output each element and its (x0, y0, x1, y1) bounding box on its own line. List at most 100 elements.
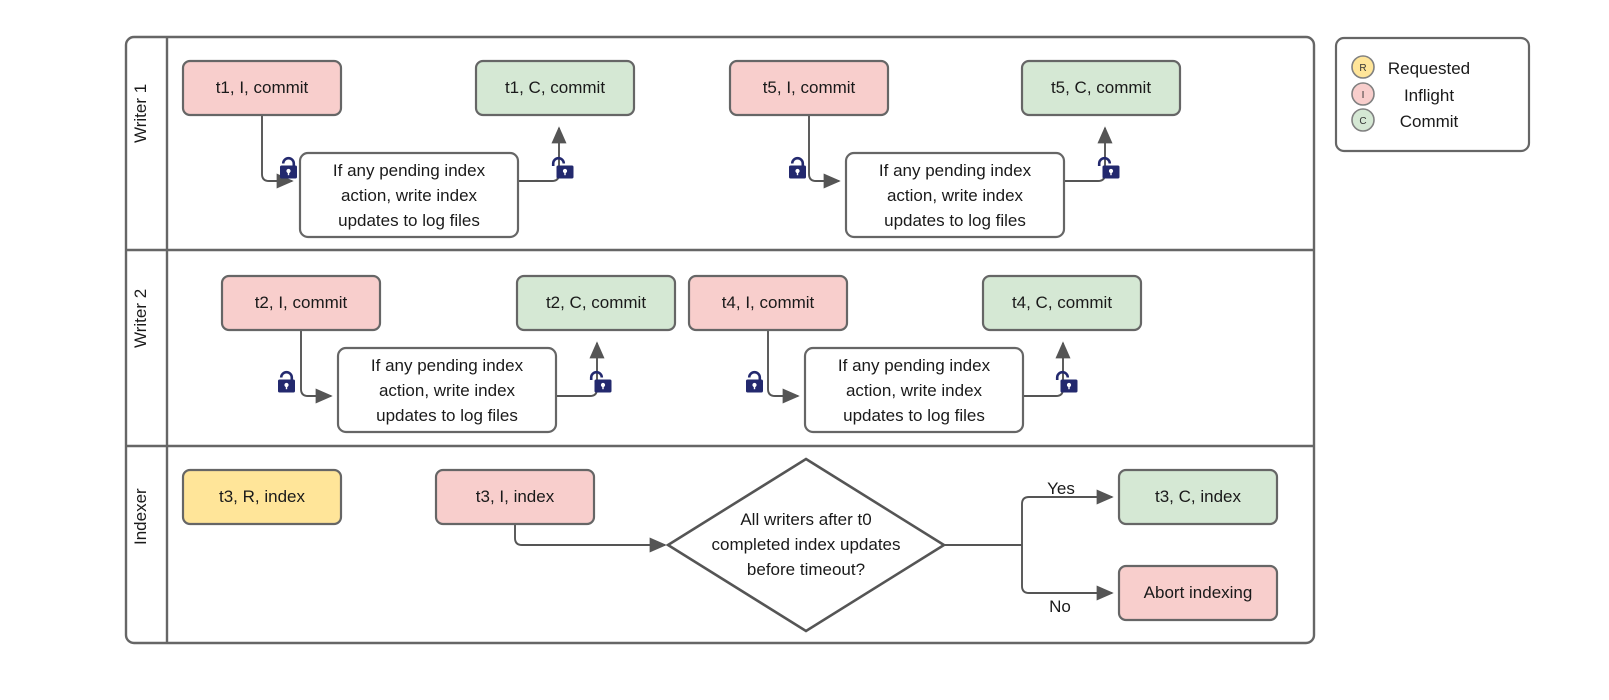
flow-w1-t1i-to-proc1 (261, 115, 294, 189)
legend-label-commit: Commit (1400, 112, 1459, 131)
lane-writer-2-content: t2, I, commit If any pending index actio… (220, 274, 1143, 434)
edge-label-no: No (1049, 597, 1071, 616)
node-w2-t2-commit[interactable]: t2, C, commit (515, 274, 677, 332)
legend-badge-inflight-icon (1351, 82, 1375, 106)
edge-label-yes: Yes (1047, 479, 1075, 498)
node-w2-t4-inflight-box[interactable] (687, 274, 849, 332)
node-ix-t3-inflight-box[interactable] (434, 468, 596, 526)
node-w1-t1-inflight-label: t1, I, commit (216, 78, 309, 97)
legend-item-requested: R Requested (1351, 55, 1470, 79)
node-w1-process-2[interactable]: If any pending index action, write index… (844, 151, 1066, 239)
node-ix-abort-box[interactable] (1117, 564, 1279, 622)
flow-w1-t5i-to-proc2 (808, 115, 841, 189)
node-w1-process-2-line-1: If any pending index (879, 161, 1032, 180)
legend-label-inflight: Inflight (1404, 86, 1454, 105)
swimlane-container (124, 35, 1316, 645)
node-ix-t3-inflight-label: t3, I, index (476, 487, 555, 506)
lock-open-icon (1055, 370, 1078, 393)
node-w1-process-1-line-3: updates to log files (338, 211, 480, 230)
node-w1-process-2-box[interactable] (844, 151, 1066, 239)
lock-closed-icon (280, 156, 297, 179)
node-w1-t5-commit-label: t5, C, commit (1051, 78, 1151, 97)
flow-ix-t3i-to-decision (514, 523, 667, 553)
node-ix-decision-line-1: All writers after t0 (740, 510, 871, 529)
node-w2-t2-inflight-label: t2, I, commit (255, 293, 348, 312)
node-w1-t5-inflight[interactable]: t5, I, commit (728, 59, 890, 117)
lane-label-writer-1: Writer 1 (131, 84, 150, 143)
node-w1-t1-inflight[interactable]: t1, I, commit (181, 59, 343, 117)
node-w2-process-2-line-3: updates to log files (843, 406, 985, 425)
legend-badge-commit-letter: C (1359, 116, 1366, 127)
node-w1-t5-inflight-label: t5, I, commit (763, 78, 856, 97)
node-w2-t2-commit-box[interactable] (515, 274, 677, 332)
node-w2-process-1-box[interactable] (336, 346, 558, 434)
node-w2-t2-commit-label: t2, C, commit (546, 293, 646, 312)
legend-box (1334, 36, 1531, 153)
legend-badge-requested-icon (1351, 55, 1375, 79)
node-ix-t3-commit-box[interactable] (1117, 468, 1279, 526)
legend-badge-inflight-letter: I (1362, 90, 1365, 101)
node-w1-t5-inflight-box[interactable] (728, 59, 890, 117)
node-w2-t4-inflight-label: t4, I, commit (722, 293, 815, 312)
node-ix-t3-requested[interactable]: t3, R, index (181, 468, 343, 526)
node-w1-t1-commit-box[interactable] (474, 59, 636, 117)
node-w1-t1-commit-label: t1, C, commit (505, 78, 605, 97)
flow-w2-t2i-to-proc1 (300, 330, 333, 404)
flow-w2-proc1-to-t2c (556, 341, 605, 397)
node-w1-t1-commit[interactable]: t1, C, commit (474, 59, 636, 117)
flow-w2-proc2-to-t4c (1022, 341, 1071, 397)
node-w2-process-2-line-2: action, write index (846, 381, 983, 400)
node-ix-t3-requested-box[interactable] (181, 468, 343, 526)
lane-label-writer-2: Writer 2 (131, 289, 150, 348)
legend-badge-requested-letter: R (1359, 63, 1366, 74)
node-w1-t5-commit-box[interactable] (1020, 59, 1182, 117)
node-w2-t4-commit-label: t4, C, commit (1012, 293, 1112, 312)
flow-ix-no-branch (1021, 545, 1114, 601)
node-w1-process-1-line-1: If any pending index (333, 161, 486, 180)
lock-open-icon (589, 370, 612, 393)
node-w2-process-2-box[interactable] (803, 346, 1025, 434)
node-w2-process-2[interactable]: If any pending index action, write index… (803, 346, 1025, 434)
flow-ix-yes-branch (1021, 489, 1114, 545)
lane-indexer-content: Yes No t3, R, index t3, I, index All wri… (181, 457, 1279, 633)
node-w1-process-2-line-3: updates to log files (884, 211, 1026, 230)
node-w1-process-1-line-2: action, write index (341, 186, 478, 205)
node-w1-process-1-box[interactable] (298, 151, 520, 239)
lane-label-indexer: Indexer (131, 488, 150, 545)
node-ix-decision-shape[interactable] (665, 457, 947, 633)
flow-w1-proc1-to-t1c (518, 126, 567, 182)
lock-open-icon (1097, 156, 1120, 179)
legend-item-inflight: I Inflight (1351, 82, 1454, 106)
node-ix-decision[interactable]: All writers after t0 completed index upd… (665, 457, 947, 633)
legend-badge-commit-icon (1351, 108, 1375, 132)
node-ix-abort[interactable]: Abort indexing (1117, 564, 1279, 622)
flow-w2-t4i-to-proc2 (767, 330, 800, 404)
lock-closed-icon (278, 370, 295, 393)
legend: R Requested I Inflight C Commit (1334, 36, 1531, 153)
node-w2-t4-inflight[interactable]: t4, I, commit (687, 274, 849, 332)
node-ix-t3-commit-label: t3, C, index (1155, 487, 1241, 506)
node-w2-t4-commit-box[interactable] (981, 274, 1143, 332)
node-w1-t5-commit[interactable]: t5, C, commit (1020, 59, 1182, 117)
lock-open-icon (551, 156, 574, 179)
node-w2-process-1-line-3: updates to log files (376, 406, 518, 425)
node-w1-process-2-line-2: action, write index (887, 186, 1024, 205)
node-w2-t4-commit[interactable]: t4, C, commit (981, 274, 1143, 332)
flow-w1-proc2-to-t5c (1064, 126, 1113, 182)
legend-item-commit: C Commit (1351, 108, 1459, 132)
lock-closed-icon (746, 370, 763, 393)
node-ix-t3-commit[interactable]: t3, C, index (1117, 468, 1279, 526)
lock-closed-icon (789, 156, 806, 179)
node-ix-t3-inflight[interactable]: t3, I, index (434, 468, 596, 526)
node-w2-process-2-line-1: If any pending index (838, 356, 991, 375)
node-w2-process-1[interactable]: If any pending index action, write index… (336, 346, 558, 434)
swimlane-outer-border (124, 35, 1316, 645)
node-ix-t3-requested-label: t3, R, index (219, 487, 305, 506)
node-ix-abort-label: Abort indexing (1144, 583, 1253, 602)
node-w2-t2-inflight-box[interactable] (220, 274, 382, 332)
node-w1-process-1[interactable]: If any pending index action, write index… (298, 151, 520, 239)
node-w1-t1-inflight-box[interactable] (181, 59, 343, 117)
node-w2-t2-inflight[interactable]: t2, I, commit (220, 274, 382, 332)
